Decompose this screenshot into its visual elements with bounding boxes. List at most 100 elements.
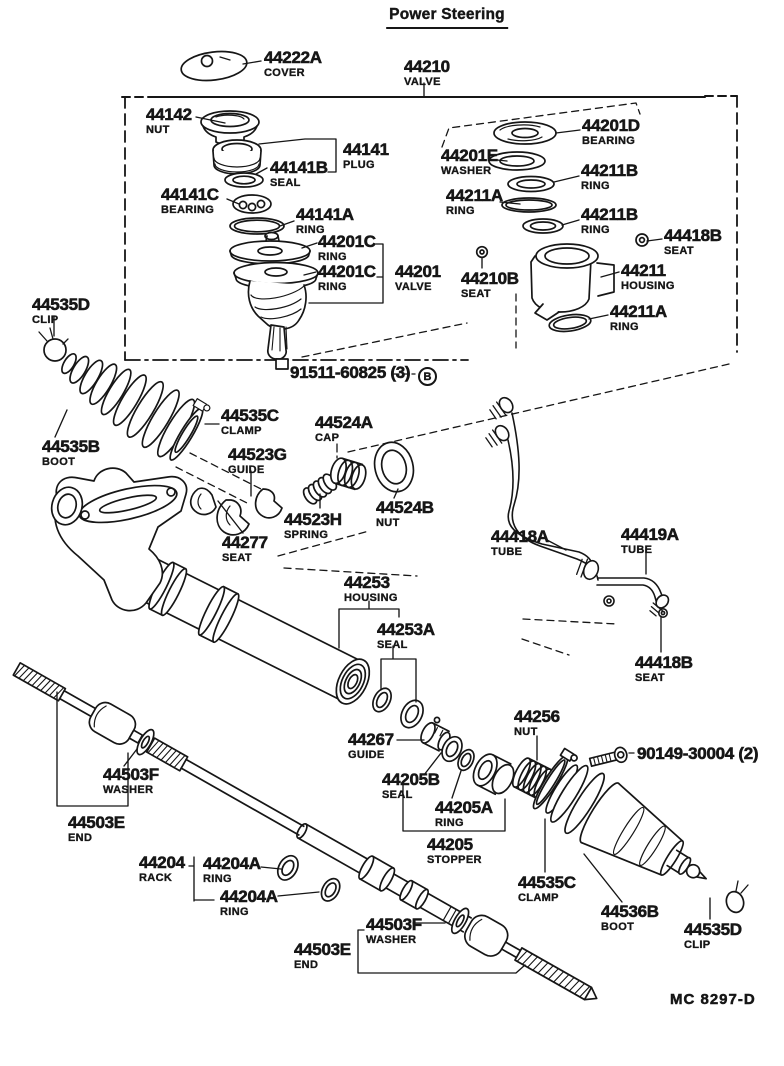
callout-b-badge: B — [418, 367, 437, 386]
part-number: 44523H — [284, 510, 343, 529]
part-descriptor: GUIDE — [228, 464, 265, 476]
part-descriptor: SEAT — [664, 245, 694, 257]
part-descriptor: RING — [610, 321, 639, 333]
cover-part — [180, 50, 248, 82]
part-descriptor: SPRING — [284, 529, 329, 541]
part-number: 44419A — [621, 525, 680, 544]
part-descriptor: RING — [581, 180, 610, 192]
part-descriptor: SEAT — [222, 552, 252, 564]
bolt-90149 — [588, 746, 628, 768]
part-label-90149: 90149-30004 (2) — [637, 744, 759, 763]
diagram-title: Power Steering — [386, 6, 508, 29]
part-descriptor: END — [68, 832, 93, 844]
part-descriptor: GUIDE — [348, 749, 385, 761]
explode-dashed-lines — [175, 102, 730, 656]
part-descriptor: NUT — [146, 124, 170, 136]
part-descriptor: STOPPER — [427, 854, 482, 866]
part-number: 44204A — [220, 887, 279, 906]
part-number: 44503F — [103, 765, 160, 784]
part-descriptor: CLIP — [684, 939, 711, 951]
part-number: 44253 — [344, 573, 391, 592]
part-descriptor: NUT — [514, 726, 538, 738]
part-number: 44535C — [518, 873, 577, 892]
part-descriptor: RING — [435, 817, 464, 829]
gear-housing — [50, 467, 188, 612]
part-number: 44256 — [514, 707, 561, 726]
part-number: 44503F — [366, 915, 423, 934]
part-label-91511: 91511-60825 (3) — [290, 363, 411, 382]
part-number: 44253A — [377, 620, 436, 639]
part-descriptor: RING — [220, 906, 249, 918]
part-number: 90149-30004 (2) — [637, 744, 759, 763]
left-clip-and-boot — [38, 327, 211, 461]
rack-and-tie-rods — [12, 662, 598, 1001]
part-number: 44536B — [601, 902, 660, 921]
part-descriptor: CLIP — [32, 314, 59, 326]
part-descriptor: WASHER — [103, 784, 154, 796]
part-descriptor: RING — [446, 205, 475, 217]
part-descriptor: BOOT — [42, 456, 76, 468]
part-descriptor: TUBE — [621, 544, 653, 556]
part-number: 44210 — [404, 57, 451, 76]
valve-right-stack — [475, 121, 649, 333]
pressure-tubes — [485, 396, 670, 618]
part-descriptor: VALVE — [404, 76, 441, 88]
part-descriptor: BEARING — [582, 135, 636, 147]
part-descriptor: RING — [318, 281, 347, 293]
part-number: 44204A — [203, 854, 262, 873]
part-number: 44201D — [582, 116, 641, 135]
valve-left-stack — [200, 110, 319, 370]
part-number: 44222A — [264, 48, 323, 67]
part-descriptor: BOOT — [601, 921, 635, 933]
guide-spring-cap-cluster — [189, 441, 415, 536]
part-descriptor: VALVE — [395, 281, 432, 293]
part-number: 44205A — [435, 798, 494, 817]
part-number: 44204 — [139, 853, 186, 872]
right-boot — [532, 747, 749, 914]
part-number: 44211A — [446, 186, 504, 205]
part-descriptor: RING — [296, 224, 325, 236]
part-number: 44267 — [348, 730, 395, 749]
part-descriptor: RACK — [139, 872, 173, 884]
part-descriptor: WASHER — [366, 934, 417, 946]
part-number: 44535D — [684, 920, 743, 939]
part-number: 44503E — [68, 813, 126, 832]
leader-lines — [53, 60, 711, 974]
part-descriptor: SEAL — [382, 789, 413, 801]
part-number: 44523G — [228, 445, 288, 464]
part-descriptor: CLAMP — [518, 892, 559, 904]
part-descriptor: SEAT — [461, 288, 491, 300]
valve-box-frame — [121, 95, 738, 361]
part-descriptor: HOUSING — [344, 592, 398, 604]
part-number: 91511-60825 (3) — [290, 363, 411, 382]
